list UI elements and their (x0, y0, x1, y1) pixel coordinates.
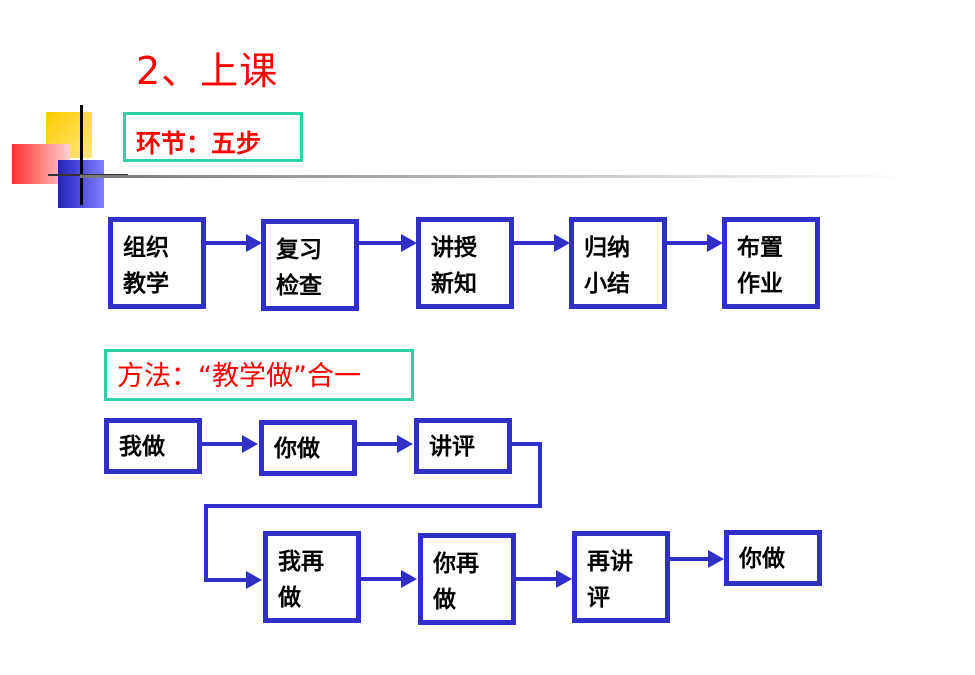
connector-right-stub (512, 442, 542, 446)
method-arrow-line-3 (361, 577, 401, 581)
page-title: 2、上课 (136, 49, 279, 93)
arrow-line-2 (359, 241, 401, 245)
step-box-5: 布置 作业 (722, 217, 820, 309)
header-rule (80, 175, 910, 178)
connector-into-row2 (204, 578, 246, 582)
step-box-2: 复习 检查 (261, 219, 359, 311)
step-box-3: 讲授 新知 (416, 217, 514, 309)
method-arrow-head-1 (242, 435, 258, 453)
method-box-3: 讲评 (414, 418, 512, 474)
method-arrow-head-5 (708, 550, 724, 568)
arrow-head-3 (554, 234, 570, 252)
method-box-2: 你做 (259, 420, 357, 476)
logo-decoration (10, 100, 130, 215)
steps-label: 环节：五步 (123, 112, 303, 162)
connector-arrow-head (246, 571, 262, 589)
arrow-line-1 (206, 241, 246, 245)
method-arrow-line-4 (516, 577, 556, 581)
method-box-4: 我再 做 (263, 531, 361, 623)
arrow-head-1 (246, 234, 262, 252)
arrow-head-4 (707, 234, 723, 252)
steps-label-text: 环节：五步 (136, 129, 262, 158)
method-arrow-head-4 (556, 570, 572, 588)
method-box-7: 你做 (724, 530, 822, 586)
connector-left-down (204, 504, 208, 582)
method-label-text: 方法：“教学做”合一 (117, 361, 361, 392)
connector-across (204, 504, 542, 508)
arrow-line-3 (514, 241, 554, 245)
connector-right-down (538, 442, 542, 508)
method-arrow-line-1 (202, 442, 242, 446)
method-box-6: 再讲 评 (572, 531, 670, 623)
method-arrow-head-2 (397, 435, 413, 453)
logo-vertical-line (80, 105, 83, 205)
method-arrow-head-3 (401, 570, 417, 588)
step-box-4: 归纳 小结 (569, 217, 667, 309)
method-box-5: 你再 做 (418, 533, 516, 625)
method-box-1: 我做 (104, 418, 202, 474)
method-arrow-line-5 (670, 557, 708, 561)
method-arrow-line-2 (357, 442, 397, 446)
method-label: 方法：“教学做”合一 (104, 349, 414, 401)
step-box-1: 组织 教学 (108, 217, 206, 309)
arrow-head-2 (401, 234, 417, 252)
arrow-line-4 (667, 241, 707, 245)
